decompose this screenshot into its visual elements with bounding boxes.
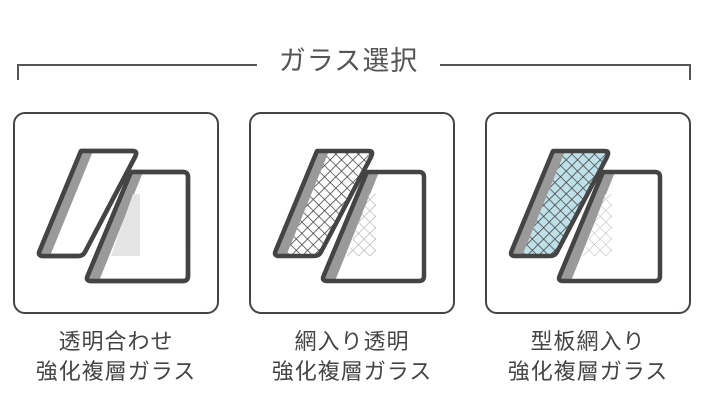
bracket-tick-left — [17, 64, 19, 80]
bracket-line-left — [17, 64, 257, 66]
glass-option-card[interactable] — [249, 112, 455, 314]
option-label-line1: 型板網入り — [530, 330, 646, 355]
glass-option-wire-clear[interactable]: 網入り透明 強化複層ガラス — [249, 112, 455, 388]
glass-panes-wire-mesh-icon — [272, 148, 427, 284]
glass-option-card[interactable] — [485, 112, 691, 314]
option-label-line2: 強化複層ガラス — [35, 360, 197, 385]
option-label-line1: 網入り透明 — [294, 330, 410, 355]
option-label: 網入り透明 強化複層ガラス — [249, 328, 455, 388]
option-label: 透明合わせ 強化複層ガラス — [13, 328, 219, 388]
glass-option-clear-laminated[interactable]: 透明合わせ 強化複層ガラス — [13, 112, 219, 388]
glass-option-figured-wire[interactable]: 型板網入り 強化複層ガラス — [485, 112, 691, 388]
option-label-line2: 強化複層ガラス — [507, 360, 669, 385]
section-title: ガラス選択 — [278, 46, 419, 77]
glass-option-card[interactable] — [13, 112, 219, 314]
bracket-tick-right — [689, 64, 691, 80]
glass-panes-clear-icon — [36, 148, 191, 284]
bracket-line-right — [440, 64, 691, 66]
glass-panes-figured-wire-icon — [508, 148, 663, 284]
section-header: ガラス選択 — [0, 0, 702, 90]
option-label-line1: 透明合わせ — [58, 330, 174, 355]
option-label-line2: 強化複層ガラス — [271, 360, 433, 385]
option-label: 型板網入り 強化複層ガラス — [485, 328, 691, 388]
